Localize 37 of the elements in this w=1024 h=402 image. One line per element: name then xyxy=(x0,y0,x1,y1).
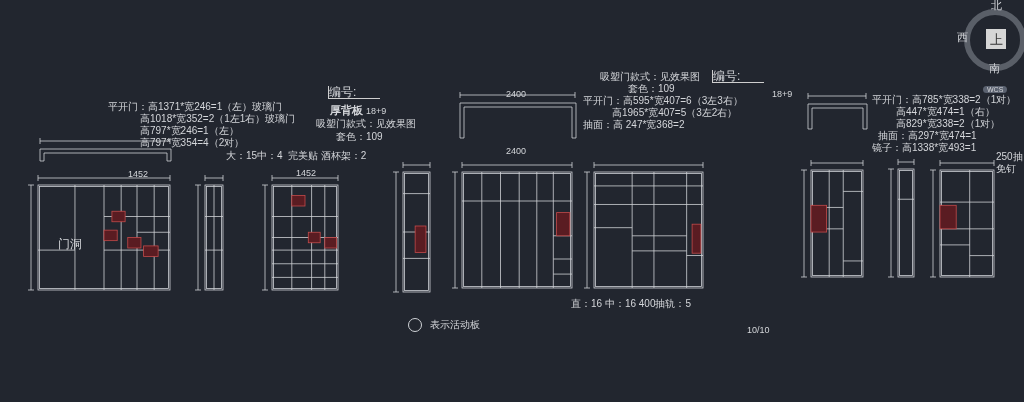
drawing-note: 编号: xyxy=(712,70,765,83)
drawing-note: 编号: xyxy=(328,86,381,99)
drawing-note: 平开门：高1371*宽246=1（左）玻璃门 xyxy=(108,102,283,112)
drawing-note: 直：16 中：16 400抽轨：5 xyxy=(571,299,692,309)
drawing-note: 2400 xyxy=(506,90,527,99)
drawing-note: 套色：109 xyxy=(628,84,675,94)
drawing-note: 高1018*宽352=2（1左1右）玻璃门 xyxy=(140,114,296,124)
drawing-note: 抽面：高 247*宽368=2 xyxy=(583,120,685,130)
drawing-note: 高797*宽354=4（2对） xyxy=(140,138,245,148)
drawing-note: 高1965*宽407=5（3左2右） xyxy=(612,108,738,118)
drawing-note: 18+9 xyxy=(772,90,793,99)
drawing-note: 250抽 xyxy=(996,152,1023,162)
drawing-note: 镜子：高1338*宽493=1 xyxy=(872,143,977,153)
drawing-note: 18+9 xyxy=(366,107,387,116)
drawing-note: 吸塑门款式：见效果图 xyxy=(600,72,700,82)
drawing-note: 吸塑门款式：见效果图 xyxy=(316,119,416,129)
drawing-note: 北 xyxy=(991,0,1002,11)
drawing-note: 平开门：高595*宽407=6（3左3右） xyxy=(583,96,743,106)
drawing-note: 1452 xyxy=(128,170,149,179)
drawing-note: 免钉 xyxy=(996,164,1016,174)
drawing-note: 高447*宽474=1（右） xyxy=(896,107,995,117)
drawing-note: 门洞 xyxy=(58,238,82,250)
drawing-note: 套色：109 xyxy=(336,132,383,142)
drawing-note: 平开门：高785*宽338=2（1对） xyxy=(872,95,1017,105)
drawing-note: 完美贴 酒杯架：2 xyxy=(288,151,367,161)
drawing-note: 1452 xyxy=(296,169,317,178)
drawing-note: 大：15中：4 xyxy=(226,151,283,161)
drawing-note: 南 xyxy=(989,63,1000,74)
drawing-note: 厚背板 xyxy=(330,105,363,116)
drawing-note: 上 xyxy=(986,29,1006,49)
drawing-note: 抽面：高297*宽474=1 xyxy=(878,131,977,141)
drawing-note: 高829*宽338=2（1对） xyxy=(896,119,1001,129)
drawing-note: 10/10 xyxy=(747,326,770,335)
drawing-note: 高797*宽246=1（左） xyxy=(140,126,239,136)
drawing-note: 2400 xyxy=(506,147,527,156)
legend-text: 表示活动板 xyxy=(430,318,480,332)
drawing-note: 西 xyxy=(957,32,968,43)
